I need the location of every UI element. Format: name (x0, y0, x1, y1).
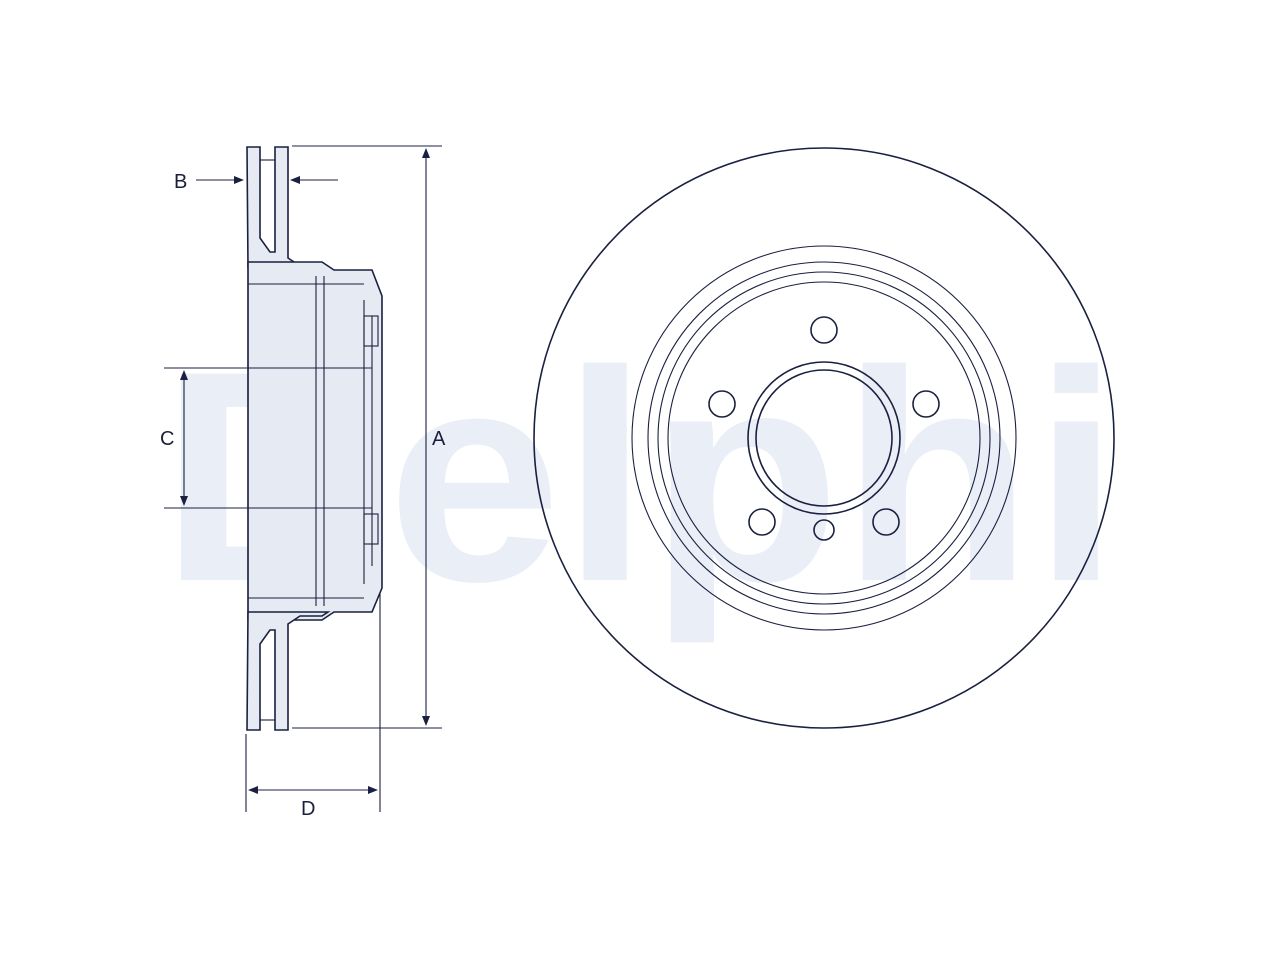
side-view-lower-ring (246, 611, 331, 731)
dimension-d-arrowhead-right (368, 786, 378, 794)
front-view-hat-step (657, 271, 991, 605)
front-view-friction-ring-inner (631, 245, 1017, 631)
dimension-d-arrowhead-left (248, 786, 258, 794)
side-view (246, 146, 383, 731)
dimension-b: B (174, 171, 338, 193)
dimension-b-arrowhead-right (290, 176, 300, 184)
side-view-bolt-slot-bottom (363, 513, 379, 545)
front-view (533, 147, 1115, 729)
dimension-a-arrowhead-top (422, 148, 430, 158)
dimension-d: D (245, 594, 381, 820)
dimension-c-arrowhead-top (180, 370, 188, 380)
dimension-c-arrowhead-bottom (180, 496, 188, 506)
dimension-b-arrowhead-left (234, 176, 244, 184)
bolt-hole-icon (810, 316, 838, 344)
side-view-hat (247, 261, 383, 621)
dimension-a-label: A (432, 428, 446, 450)
dimension-b-label: B (174, 171, 187, 193)
bolt-hole-icon (708, 390, 736, 418)
locator-hole-icon (813, 519, 835, 541)
bolt-hole-icon (912, 390, 940, 418)
front-view-outer-edge (533, 147, 1115, 729)
dimension-c-label: C (160, 428, 174, 450)
dimension-a: A (292, 145, 446, 729)
front-view-hat-outer (647, 261, 1001, 615)
bolt-hole-icon (748, 508, 776, 536)
front-view-center-bore (755, 369, 893, 507)
dimension-d-label: D (301, 798, 315, 820)
side-view-bolt-slot-top (363, 315, 379, 347)
side-view-upper-ring (246, 146, 329, 269)
bolt-hole-icon (872, 508, 900, 536)
front-view-hat-inner (667, 281, 981, 595)
dimension-a-arrowhead-bottom (422, 716, 430, 726)
dimension-c: C (160, 367, 372, 509)
front-view-center-bore-outer (747, 361, 901, 515)
